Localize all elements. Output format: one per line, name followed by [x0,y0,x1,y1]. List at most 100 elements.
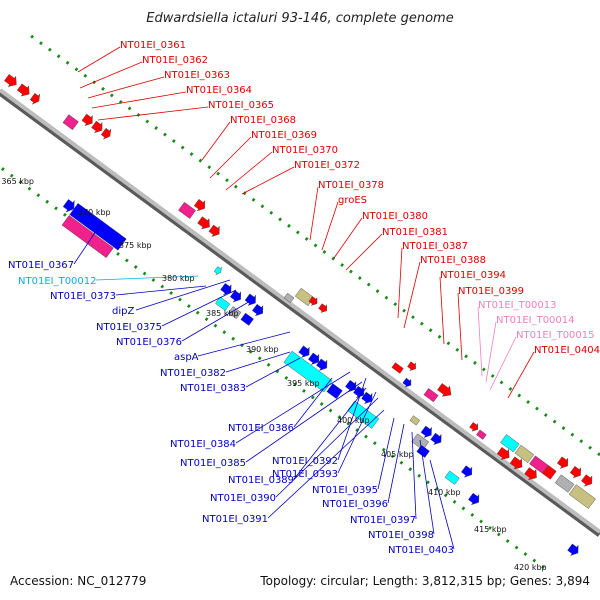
upper-band-tick [481,367,486,372]
upper-band-tick [171,139,176,144]
leader-line [181,299,253,342]
upper-band-tick [39,41,43,46]
upper-band-tick [65,60,70,65]
blue-gene-arrow [308,352,320,365]
upper-band-tick [402,308,407,313]
leader-line [485,321,497,383]
gene-labels: NT01EI_0361NT01EI_0362NT01EI_0363NT01EI_… [8,40,600,556]
leader-line [245,357,301,388]
gene-label: NT01EI_0362 [142,55,208,66]
genome-backbone [0,88,600,537]
lower-band-tick [346,421,351,426]
upper-band-tick [287,223,291,228]
leader-line [267,409,385,519]
upper-band-tick [74,67,79,72]
lower-band-tick [178,297,182,302]
upper-band-tick [543,413,548,418]
lower-band-tick [204,317,209,322]
upper-band-tick [340,263,345,267]
upper-band-tick [207,165,212,170]
kbp-tick-label: 395 kbp [287,379,320,388]
lower-band-tick [257,356,262,361]
leader-line [197,331,291,357]
blue-gene-arrow [461,465,473,478]
leader-line [387,423,405,504]
gene-label: NT01EI_T00013 [478,300,557,311]
grey-gene-box [228,306,242,320]
magenta-gene-box [61,215,114,258]
upper-band-tick [393,302,398,307]
gene-label: NT01EI_0369 [251,130,317,141]
lower-band-tick [222,330,227,335]
upper-band-tick [508,387,513,391]
lower-band-tick [9,173,14,178]
lower-band-tick [408,467,413,472]
lower-band-tick [337,415,342,419]
leader-line [403,261,421,329]
leader-line [235,371,351,444]
blue-gene-arrow [430,432,442,446]
leader-line [245,381,363,463]
olive-gene-box [409,415,421,426]
upper-band-tick [357,276,362,281]
lower-band-tick [293,382,298,387]
upper-band-tick [109,93,114,98]
leader-line [477,306,483,377]
blue-gene-arrow [567,543,579,556]
red-gene-box [391,362,404,374]
upper-band-tick [526,400,530,404]
upper-band-tick [455,347,460,352]
lower-band-tick [151,278,156,282]
blue-gene-arrow [468,492,480,506]
kbp-tick-label: 410 kbp [428,488,461,497]
leader-line [97,106,209,121]
leader-line [293,387,367,480]
upper-band-tick [278,217,283,222]
leader-line [397,247,403,319]
lower-band-tick [399,460,404,465]
kbp-tick-label: 370 kbp [78,208,111,217]
kbp-tick-label: 380 kbp [162,274,195,283]
blue-gene-arrow [402,377,412,388]
blue-gene-box [240,312,254,326]
gene-label: NT01EI_0365 [208,100,274,111]
lower-band-tick [284,375,289,380]
leader-line [489,336,517,391]
upper-band-tick [331,256,336,261]
leader-line [429,459,455,550]
gene-label: groES [338,195,367,206]
leader-line [377,417,395,490]
leader-line [275,397,379,498]
blue-gene-arrow [220,282,232,296]
kbp-tick-label: 400 kbp [337,416,370,425]
leader-line [115,285,207,296]
olive-gene-box [568,484,596,509]
gene-label: NT01EI_0382 [160,368,226,379]
gene-label: NT01EI_0385 [180,458,246,469]
upper-band-tick [366,282,371,287]
upper-band-tick [437,334,442,339]
upper-band-tick [499,380,504,385]
red-gene-arrow [581,474,593,487]
blue-gene-arrow [252,303,264,317]
gene-features [4,74,596,556]
leader-line [337,377,367,461]
gene-label: NT01EI_0387 [402,241,468,252]
gene-label: NT01EI_0373 [50,291,116,302]
gene-label: NT01EI_0361 [120,40,186,51]
upper-band-tick [322,250,327,254]
lower-band-tick [426,480,430,485]
upper-band-tick [490,373,495,378]
label-leader-lines [73,46,535,550]
red-gene-box [542,465,557,480]
gene-label: NT01EI_0398 [368,530,434,541]
lower-band-tick [532,558,537,563]
leader-line [225,151,273,191]
red-gene-arrow [197,216,210,230]
leader-line [87,76,165,99]
red-gene-arrow [100,128,112,140]
blue-gene-arrow [229,290,241,303]
red-gene-arrow [569,465,581,479]
gene-label: NT01EI_0392 [272,456,338,467]
